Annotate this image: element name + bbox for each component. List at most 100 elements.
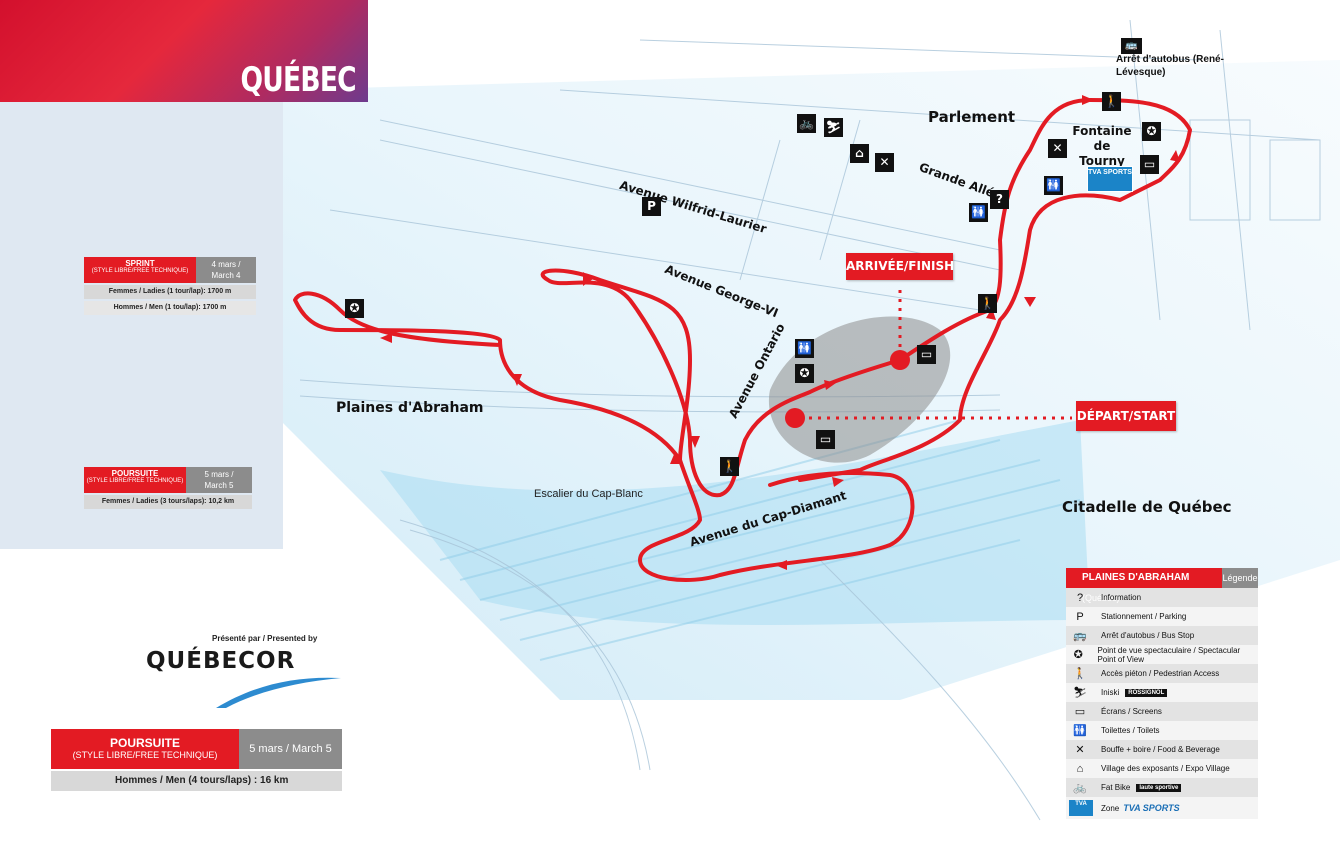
skier-icon: ⛷ xyxy=(1073,687,1087,699)
legend-item: 🚶 Accès piéton / Pedestrian Access xyxy=(1066,664,1258,683)
pursuit-subtitle: (STYLE LIBRE/FREE TECHNIQUE) xyxy=(86,478,184,484)
legend-item-label: Iniski xyxy=(1101,688,1120,697)
place-fontaine: Fontaine de Tourny xyxy=(1072,124,1132,168)
legend-item: ⛷ Iniski ROSSIGNOL xyxy=(1066,683,1258,702)
legend-title-box: PLAINES D'ABRAHAM (Québec) xyxy=(1066,568,1222,603)
legend-item-label: Écrans / Screens xyxy=(1101,707,1162,716)
legend-item: ✪ Point de vue spectaculaire / Spectacula… xyxy=(1066,645,1258,664)
tva-badge: TVA SPORTS xyxy=(1087,166,1133,192)
tva-icon: TVA xyxy=(1069,800,1093,816)
bus-icon: 🚌 xyxy=(1073,630,1087,642)
village-icon: ⌂ xyxy=(1076,762,1084,775)
bus-icon: 🚌 xyxy=(1121,38,1142,54)
legend-item-brand: ROSSIGNOL xyxy=(1125,688,1168,697)
pedestrian-icon: 🚶 xyxy=(1073,668,1087,680)
men-pursuit-date: 5 mars / March 5 xyxy=(239,729,342,769)
start-callout: DÉPART/START xyxy=(1076,401,1176,431)
food-icon: ✕ xyxy=(1048,139,1067,158)
pedestrian-icon-2: 🚶 xyxy=(978,294,997,313)
legend-item: 🚻 Toilettes / Toilets xyxy=(1066,721,1258,740)
legend-item-label: Toilettes / Toilets xyxy=(1101,726,1160,735)
toilet-icon: 🚻 xyxy=(1073,725,1087,737)
sponsor-name: QUÉBECOR xyxy=(146,648,296,674)
men-pursuit-card: POURSUITE (STYLE LIBRE/FREE TECHNIQUE) 5… xyxy=(51,729,342,791)
toilet-icon: 🚻 xyxy=(1044,176,1063,195)
legend-item-label: Village des exposants / Expo Village xyxy=(1101,764,1230,773)
food-icon: ✕ xyxy=(1075,744,1085,756)
men-pursuit-title-box: POURSUITE (STYLE LIBRE/FREE TECHNIQUE) xyxy=(51,729,239,769)
legend-title: PLAINES D'ABRAHAM xyxy=(1082,572,1190,583)
sprint-title: SPRINT xyxy=(125,259,155,268)
sprint-card: SPRINT (STYLE LIBRE/FREE TECHNIQUE) 4 ma… xyxy=(84,257,256,315)
legend-item-label: Zone xyxy=(1101,803,1120,813)
legend-item: ▭ Écrans / Screens xyxy=(1066,702,1258,721)
legend-item-label: Bouffe + boire / Food & Beverage xyxy=(1101,745,1220,754)
legend-item-brand: TVA SPORTS xyxy=(1123,803,1180,813)
toilet-icon-3: 🚻 xyxy=(795,339,814,358)
sponsor-swoosh-icon xyxy=(216,677,341,708)
legend-item: ⌂ Village des exposants / Expo Village xyxy=(1066,759,1258,778)
pursuit-row-ladies: Femmes / Ladies (3 tours/laps): 10,2 km xyxy=(84,495,252,509)
place-plaines: Plaines d'Abraham xyxy=(336,400,484,416)
legend-item: P Stationnement / Parking xyxy=(1066,607,1258,626)
men-pursuit-row: Hommes / Men (4 tours/laps) : 16 km xyxy=(51,771,342,791)
legend-item-label: Stationnement / Parking xyxy=(1101,612,1187,621)
finish-callout: ARRIVÉE/FINISH xyxy=(846,253,954,280)
pursuit-title: POURSUITE xyxy=(111,469,159,478)
screen-icon: ▭ xyxy=(1140,155,1159,174)
place-bus-stop: Arrêt d'autobus (René-Lévesque) xyxy=(1116,54,1224,78)
sponsor-logo: QUÉBECOR xyxy=(146,648,346,714)
sprint-subtitle: (STYLE LIBRE/FREE TECHNIQUE) xyxy=(91,268,189,274)
village-icon: ⌂ xyxy=(850,144,869,163)
men-pursuit-subtitle: (STYLE LIBRE/FREE TECHNIQUE) xyxy=(72,750,218,760)
star-icon-3: ✪ xyxy=(795,364,814,383)
bike-icon: 🚲 xyxy=(1073,782,1087,794)
pedestrian-icon: 🚶 xyxy=(1102,92,1121,111)
legend-item-label: Information xyxy=(1101,593,1142,602)
sprint-title-box: SPRINT (STYLE LIBRE/FREE TECHNIQUE) xyxy=(84,257,196,283)
star-icon: ✪ xyxy=(1073,649,1083,661)
legend-item-label: Arrêt d'autobus / Bus Stop xyxy=(1101,631,1195,640)
screen-icon: ▭ xyxy=(1074,706,1086,718)
place-parlement: Parlement xyxy=(928,108,1016,126)
sprint-row-ladies: Femmes / Ladies (1 tour/lap): 1700 m xyxy=(84,285,256,299)
sprint-date: 4 mars / March 4 xyxy=(196,257,256,283)
skier-icon: ⛷ xyxy=(824,118,843,137)
pedestrian-icon-3: 🚶 xyxy=(720,457,739,476)
sponsor-presented: Présenté par / Presented by xyxy=(212,634,318,643)
legend-item-brand: laute sportive xyxy=(1136,783,1182,792)
header-banner: QUÉBEC xyxy=(0,0,368,102)
legend-item: 🚌 Arrêt d'autobus / Bus Stop xyxy=(1066,626,1258,645)
legend-header: PLAINES D'ABRAHAM (Québec) Légende xyxy=(1066,568,1258,603)
food-icon-2: ✕ xyxy=(875,153,894,172)
legend-item-label: Accès piéton / Pedestrian Access xyxy=(1101,669,1220,678)
legend-tag: Légende xyxy=(1222,568,1258,588)
city-title: QUÉBEC xyxy=(240,60,357,100)
legend-item-label: Fat Bike xyxy=(1101,783,1131,792)
screen-icon-2: ▭ xyxy=(917,345,936,364)
parking-icon: P xyxy=(1076,610,1084,623)
legend-item: ? Information xyxy=(1066,588,1258,607)
street-cap-blanc: Escalier du Cap-Blanc xyxy=(534,488,643,500)
legend-item: ✕ Bouffe + boire / Food & Beverage xyxy=(1066,740,1258,759)
star-icon-2: ✪ xyxy=(345,299,364,318)
pursuit-date: 5 mars / March 5 xyxy=(186,467,252,493)
information-icon: ? xyxy=(1076,591,1084,604)
legend-item: 🚲 Fat Bike laute sportive xyxy=(1066,778,1258,797)
bike-icon: 🚲 xyxy=(797,114,816,133)
legend: PLAINES D'ABRAHAM (Québec) Légende ? Info… xyxy=(1066,568,1258,819)
sprint-row-men: Hommes / Men (1 tou/lap): 1700 m xyxy=(84,301,256,315)
pursuit-title-box: POURSUITE (STYLE LIBRE/FREE TECHNIQUE) xyxy=(84,467,186,493)
men-pursuit-title: POURSUITE xyxy=(109,736,180,750)
legend-title-sub: (Québec) xyxy=(1082,593,1120,603)
place-citadelle: Citadelle de Québec xyxy=(1062,498,1232,516)
screen-icon-3: ▭ xyxy=(816,430,835,449)
toilet-icon-2: 🚻 xyxy=(969,203,988,222)
pursuit-card: POURSUITE (STYLE LIBRE/FREE TECHNIQUE) 5… xyxy=(84,467,252,509)
parking-icon: P xyxy=(642,197,661,216)
legend-item-label: Point de vue spectaculaire / Spectacular… xyxy=(1097,645,1241,664)
star-icon: ✪ xyxy=(1142,122,1161,141)
information-icon: ? xyxy=(990,190,1009,209)
